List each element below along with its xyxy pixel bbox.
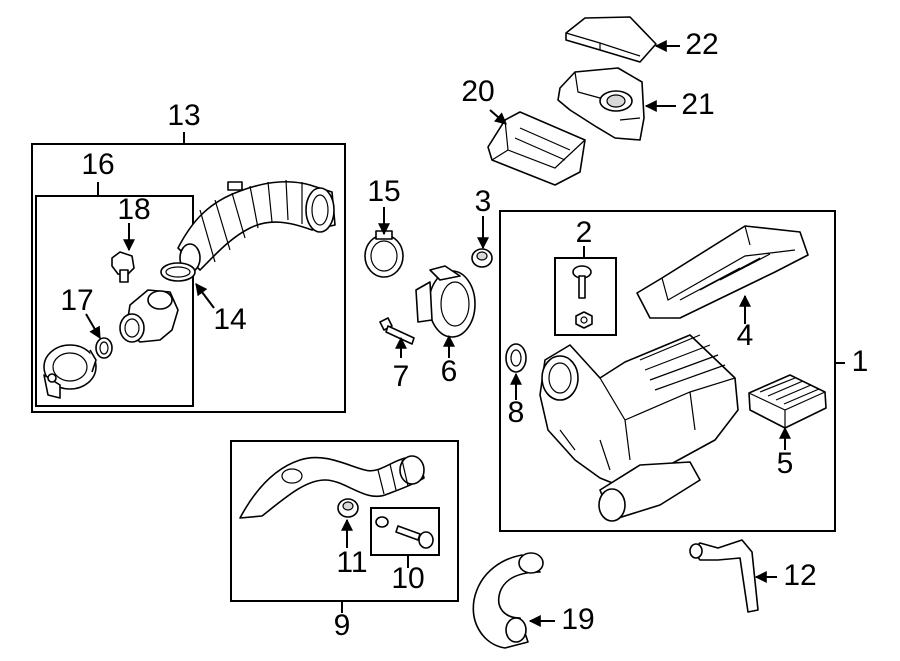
part-18-sensor [111,251,135,283]
callout-18: 18 [117,193,150,226]
callout-16: 16 [81,148,114,181]
part-21-housing-upper [557,67,645,141]
callout-6: 6 [441,355,458,388]
part-14-clamp [160,262,196,282]
part-17-gasket [95,337,113,359]
part-9-resonator-duct [239,455,425,519]
part-16-adapter [119,289,179,343]
group-box-1 [499,210,836,532]
callout-7: 7 [393,360,410,393]
callout-10: 10 [391,562,424,595]
group-box-13 [31,143,346,413]
callout-8: 8 [508,396,525,429]
callout-19: 19 [561,603,594,636]
part-2-screw [572,265,592,299]
callout-2: 2 [576,216,593,249]
part-3-grommet [471,248,493,268]
part-6-maf-sensor [415,265,476,338]
part-22-cover [565,16,657,63]
part-8-seal [505,343,527,373]
callout-13: 13 [167,99,200,132]
part-1-air-cleaner-assembly [539,334,739,522]
group-box-16 [35,195,194,407]
part-5-air-filter [748,374,827,429]
callout-3: 3 [475,185,492,218]
callout-20: 20 [461,75,494,108]
group-box-2 [554,257,617,336]
group-box-10 [370,507,440,556]
part-19-hose [472,552,544,649]
callout-22: 22 [685,28,718,61]
part-4-housing-lid [636,225,809,319]
callout-4: 4 [737,319,754,352]
callout-1: 1 [852,345,869,378]
callout-12: 12 [783,559,816,592]
callout-15: 15 [367,175,400,208]
part-12-tube [689,539,759,613]
part-11-grommet [337,498,359,518]
callout-11: 11 [336,546,367,579]
callout-17: 17 [60,284,93,317]
group-box-9 [230,440,459,602]
callout-5: 5 [777,447,794,480]
part-7-bolt [379,317,415,345]
callout-9: 9 [334,609,351,642]
callout-14: 14 [213,303,246,336]
part-15-clamp [364,230,404,278]
part-13-intake-hose [177,179,336,273]
part-20-duct [487,111,586,186]
part-17-throttle-body [43,344,97,399]
callout-21: 21 [681,88,714,121]
part-10-bolts [375,516,434,549]
part-2-nut [575,311,593,329]
